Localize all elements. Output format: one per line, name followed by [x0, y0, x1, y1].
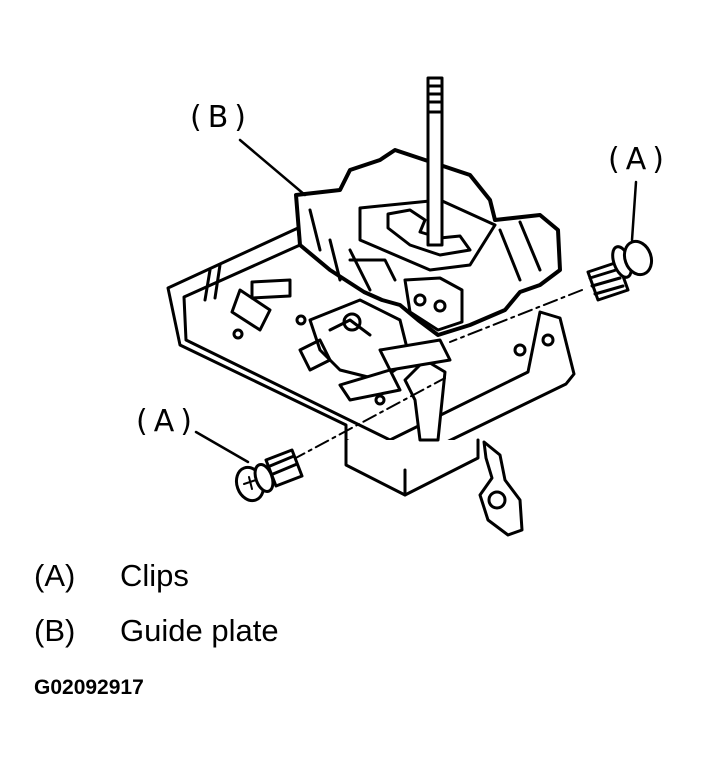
legend-row-clips: (A) Clips — [34, 558, 189, 594]
guide-plate-assembly-diagram — [166, 76, 654, 537]
legend-row-guide-plate: (B) Guide plate — [34, 613, 279, 649]
shift-lever-rod — [426, 76, 444, 247]
leader-line-a-left — [194, 430, 250, 464]
callout-b: (B) — [190, 100, 252, 135]
clip-alignment-line-left — [291, 377, 446, 461]
legend-label: Clips — [120, 558, 189, 593]
lower-bracket — [478, 440, 524, 537]
legend-key: (B) — [34, 613, 76, 648]
clip-right — [586, 239, 654, 302]
figure-code: G02092917 — [34, 676, 144, 699]
leader-line-b — [238, 138, 307, 197]
legend-key: (A) — [34, 558, 76, 593]
clip-left — [234, 448, 304, 503]
clip-alignment-line-right — [449, 289, 583, 343]
base-tray — [166, 226, 576, 497]
shift-linkage — [298, 298, 452, 442]
callout-a-right: (A) — [608, 142, 670, 177]
leader-line-a-right — [630, 180, 638, 242]
legend-label: Guide plate — [120, 613, 279, 648]
callout-a-left: (A) — [136, 404, 198, 439]
